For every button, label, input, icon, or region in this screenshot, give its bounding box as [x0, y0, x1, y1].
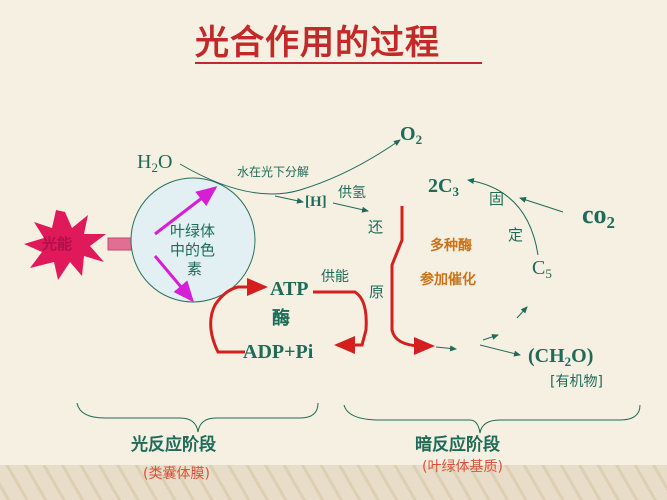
reduction-char-2: 原: [369, 283, 385, 301]
hydrogen-label: [H]: [305, 194, 327, 210]
c3-label: 2C3: [428, 175, 459, 199]
water-to-oxygen-arrow: [179, 139, 401, 195]
energy-cycle: [313, 290, 368, 354]
adp-label: ADP+Pi: [243, 341, 314, 363]
organic-label: [有机物]: [550, 374, 603, 390]
fixation-char-1: 固: [489, 190, 505, 208]
atp-label: ATP: [270, 278, 309, 300]
light-stage-brace: [76, 402, 319, 433]
supply-energy-label: 供能: [321, 269, 349, 285]
enzyme-label: 酶: [272, 308, 290, 329]
water-to-h-arrow: [274, 195, 304, 204]
magenta-arrow-down: [153, 255, 194, 303]
pigment-line-1: 叶绿体: [170, 222, 216, 240]
reduction-line: [390, 206, 435, 355]
light-stage-location: (类囊体膜): [143, 466, 210, 482]
co2-arrow: [519, 197, 564, 213]
to-cycle-arrow: [435, 345, 457, 352]
pigment-line-3: 素: [187, 260, 203, 278]
to-carbohydrate-arrow: [479, 344, 521, 357]
chloroplast-circle: [130, 177, 256, 303]
h-to-reduction-arrow: [332, 202, 369, 213]
cycle-arrow-2: [516, 306, 528, 319]
dark-stage-label: 暗反应阶段: [415, 435, 500, 455]
catalysis-line-1: 多种酶: [430, 238, 472, 254]
c5-label: C5: [532, 257, 552, 281]
supply-hydrogen-label: 供氢: [338, 185, 366, 201]
light-energy-label: 光能: [42, 235, 73, 253]
catalysis-line-2: 参加催化: [420, 272, 476, 288]
decorative-border: [0, 465, 667, 500]
co2-label: co2: [582, 200, 615, 233]
cycle-arrow-1: [482, 334, 499, 341]
carbohydrate-label: (CH2O): [528, 345, 594, 369]
pigment-line-2: 中的色: [170, 241, 216, 259]
dark-stage-location: (叶绿体基质): [422, 459, 503, 475]
water-split-label: 水在光下分解: [237, 165, 310, 179]
reduction-char-1: 还: [368, 218, 384, 236]
page-title: 光合作用的过程: [195, 23, 440, 63]
dark-stage-brace: [343, 404, 641, 434]
oxygen-label: O2: [400, 123, 423, 147]
water-label: H2O: [137, 151, 173, 175]
light-starburst: [24, 210, 106, 280]
atp-cycle: [209, 278, 268, 354]
c5-to-c3-arrow: [467, 178, 539, 256]
fixation-char-2: 定: [508, 226, 524, 244]
light-stage-label: 光反应阶段: [131, 435, 216, 455]
magenta-arrow-up: [154, 186, 218, 236]
